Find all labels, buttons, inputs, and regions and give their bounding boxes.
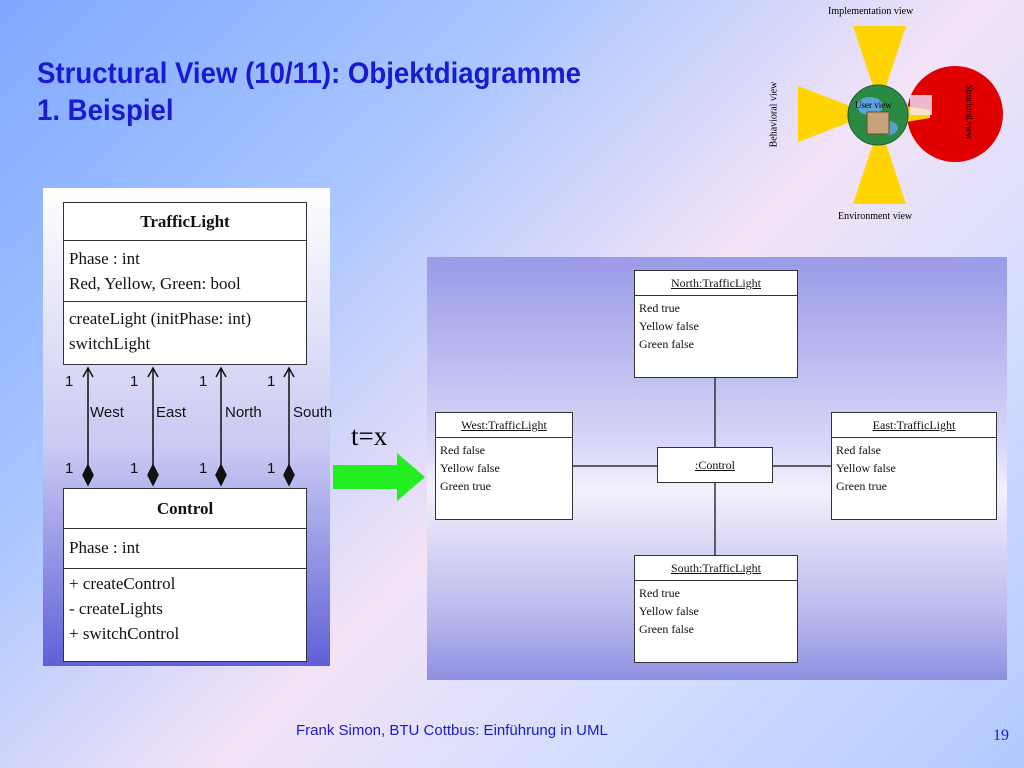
object-attr: Red false: [836, 443, 881, 457]
object-attr: Yellow false: [639, 319, 699, 333]
east-object-name: East:TrafficLight: [832, 413, 996, 438]
slide-title: Structural View (10/11): Objektdiagramme…: [37, 55, 581, 129]
south-bottom-multiplicity: 1: [267, 460, 276, 477]
south-object: South:TrafficLight Red true Yellow false…: [634, 555, 798, 663]
east-object: East:TrafficLight Red false Yellow false…: [831, 412, 997, 520]
footer-author: Frank Simon, BTU Cottbus: Einführung in …: [296, 722, 608, 739]
implementation-view-label: Implementation view: [828, 6, 914, 17]
trafficlight-operations: createLight (initPhase: int) switchLight: [64, 302, 306, 356]
right-arrow-icon: [333, 453, 425, 501]
trafficlight-attr: Red, Yellow, Green: bool: [69, 274, 241, 293]
control-op: + createControl: [69, 574, 176, 593]
trafficlight-op: switchLight: [69, 334, 151, 353]
north-object-name: North:TrafficLight: [635, 271, 797, 296]
control-operations: + createControl - createLights + switchC…: [64, 569, 306, 646]
object-attr: Green true: [440, 479, 491, 493]
object-attr: Yellow false: [639, 604, 699, 618]
control-class: Control Phase : int + createControl - cr…: [63, 488, 307, 662]
north-top-multiplicity: 1: [199, 373, 208, 390]
east-bottom-multiplicity: 1: [130, 460, 139, 477]
slide-title-line2: 1. Beispiel: [37, 94, 174, 127]
behavioral-view-label: Behavioral view: [768, 81, 780, 148]
control-attr: Phase : int: [69, 538, 140, 557]
slide-title-line1: Structural View (10/11): Objektdiagramme: [37, 57, 582, 90]
west-bottom-multiplicity: 1: [65, 460, 74, 477]
object-links: [573, 377, 831, 555]
control-class-name: Control: [64, 489, 306, 529]
west-object: West:TrafficLight Red false Yellow false…: [435, 412, 573, 520]
user-view-label: User view: [855, 100, 892, 110]
object-attr: Green false: [639, 622, 694, 636]
trafficlight-attr: Phase : int: [69, 249, 140, 268]
object-attr: Green true: [836, 479, 887, 493]
control-attributes: Phase : int: [64, 529, 306, 569]
west-object-attrs: Red false Yellow false Green true: [436, 438, 572, 495]
trafficlight-class-name: TrafficLight: [64, 203, 306, 241]
association-north: [215, 366, 227, 487]
trafficlight-attributes: Phase : int Red, Yellow, Green: bool: [64, 241, 306, 302]
user-at-desk-icon: [866, 111, 890, 135]
class-diagram-panel: TrafficLight Phase : int Red, Yellow, Gr…: [43, 188, 333, 666]
structural-view-circle: [907, 66, 1003, 162]
trafficlight-op: createLight (initPhase: int): [69, 309, 252, 328]
control-object: :Control: [657, 447, 773, 483]
object-attr: Yellow false: [836, 461, 896, 475]
east-top-multiplicity: 1: [130, 373, 139, 390]
environment-wedge: [853, 144, 906, 204]
trafficlight-class: TrafficLight Phase : int Red, Yellow, Gr…: [63, 202, 307, 365]
west-top-multiplicity: 1: [65, 373, 74, 390]
north-role-label: North: [225, 404, 262, 421]
transition-label: t=x: [351, 421, 388, 451]
association-lines: [82, 366, 295, 487]
behavioral-wedge: [798, 86, 850, 142]
south-role-label: South: [293, 404, 333, 421]
view-model-graphic: Implementation view User view Environmen…: [768, 0, 1024, 230]
association-west: [82, 366, 94, 487]
south-object-name: South:TrafficLight: [635, 556, 797, 581]
west-object-name: West:TrafficLight: [436, 413, 572, 438]
object-attr: Green false: [639, 337, 694, 351]
object-diagram-panel: North:TrafficLight Red true Yellow false…: [427, 257, 1007, 680]
environment-view-label: Environment view: [838, 211, 913, 222]
object-attr: Red true: [639, 301, 680, 315]
west-role-label: West: [90, 404, 124, 421]
association-east: [147, 366, 159, 487]
control-op: - createLights: [69, 599, 163, 618]
view-model-svg: [798, 26, 1003, 204]
object-attr: Yellow false: [440, 461, 500, 475]
east-object-attrs: Red false Yellow false Green true: [832, 438, 996, 495]
south-top-multiplicity: 1: [267, 373, 276, 390]
control-op: + switchControl: [69, 624, 180, 643]
implementation-wedge: [853, 26, 906, 86]
east-role-label: East: [156, 404, 187, 421]
north-object: North:TrafficLight Red true Yellow false…: [634, 270, 798, 378]
object-attr: Red false: [440, 443, 485, 457]
structural-view-label: Structural view: [964, 84, 975, 140]
north-bottom-multiplicity: 1: [199, 460, 208, 477]
south-object-attrs: Red true Yellow false Green false: [635, 581, 797, 638]
page-number: 19: [993, 727, 1009, 744]
north-object-attrs: Red true Yellow false Green false: [635, 296, 797, 353]
object-attr: Red true: [639, 586, 680, 600]
association-south: [283, 366, 295, 487]
